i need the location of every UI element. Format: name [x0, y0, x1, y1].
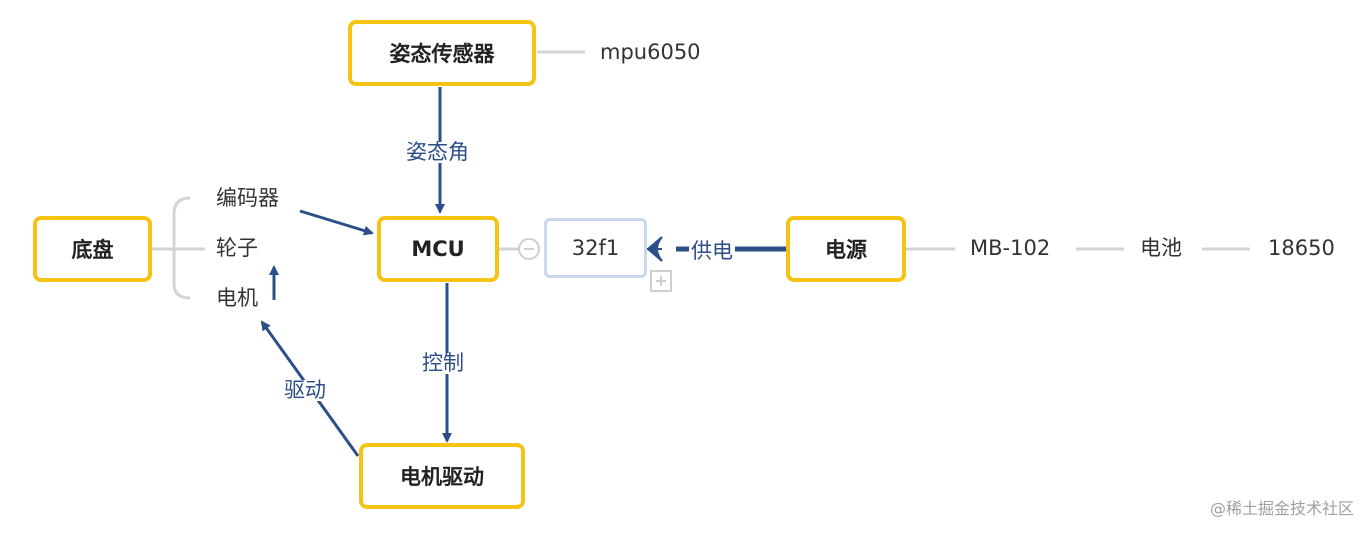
leaf-32f1-selected[interactable]: 32f1 — [544, 218, 647, 278]
edge-label-attitude-angle[interactable]: 姿态角 — [404, 140, 471, 164]
node-attitude-sensor[interactable]: 姿态传感器 — [348, 20, 536, 86]
arrow-power-to-chip-head — [646, 236, 663, 262]
leaf-18650[interactable]: 18650 — [1268, 236, 1335, 260]
edge-label-power-supply[interactable]: 供电 — [689, 239, 735, 263]
leaf-battery[interactable]: 电池 — [1140, 236, 1182, 260]
arrow-encoder-to-mcu — [299, 209, 374, 236]
edge-label-drive[interactable]: 驱动 — [282, 378, 328, 402]
branch-chassis-bracket — [152, 196, 205, 300]
leaf-encoder[interactable]: 编码器 — [216, 186, 279, 210]
leaf-mpu6050[interactable]: mpu6050 — [600, 40, 701, 64]
node-power[interactable]: 电源 — [786, 216, 906, 282]
leaf-motor[interactable]: 电机 — [216, 286, 258, 310]
node-chassis[interactable]: 底盘 — [33, 216, 152, 282]
collapse-icon[interactable] — [518, 238, 540, 260]
add-topic-icon[interactable] — [650, 270, 672, 292]
leaf-wheel[interactable]: 轮子 — [216, 236, 258, 260]
watermark: @稀土掘金技术社区 — [1209, 499, 1354, 518]
edge-label-control[interactable]: 控制 — [420, 351, 466, 375]
node-mcu[interactable]: MCU — [377, 216, 499, 282]
node-motor-driver[interactable]: 电机驱动 — [359, 443, 525, 509]
leaf-mb102[interactable]: MB-102 — [970, 236, 1051, 260]
